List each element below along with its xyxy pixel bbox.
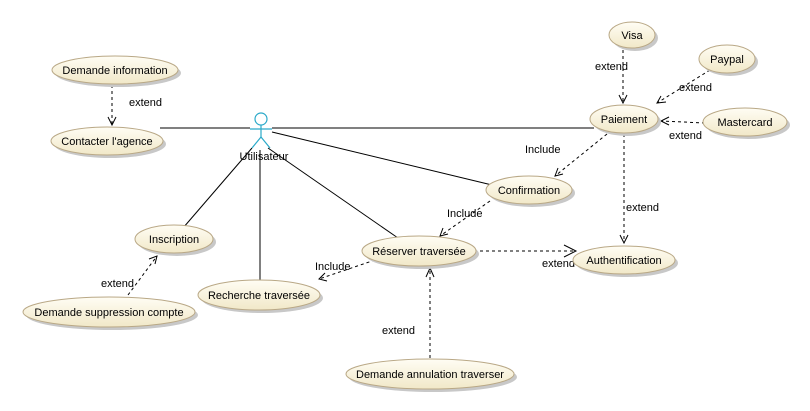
actor-leg-right [260,136,271,149]
usecase-recherche-traversee[interactable]: Recherche traversée [197,279,323,313]
usecase-demande-annulation-traverser-label: Demande annulation traverser [356,369,504,381]
actor-name: Utilisateur [240,151,289,163]
usecase-inscription-label: Inscription [149,234,199,246]
usecase-reserver-traversee[interactable]: Réserver traversée [361,235,479,269]
arrow-paiement-confirmation [554,167,564,177]
dep-confirmation-reserver [439,200,491,237]
arrow-confirmation-reserver [439,227,449,237]
dependencies [107,50,711,358]
usecase-demande-suppression-compte-label: Demande suppression compte [34,307,183,319]
label-annulation-reserver: extend [382,325,415,337]
arrow-mastercard-paiement [659,116,670,126]
usecase-visa[interactable]: Visa [608,21,658,51]
usecase-contacter-agence-label: Contacter l'agence [61,136,152,148]
usecase-demande-annulation-traverser[interactable]: Demande annulation traverser [345,358,517,392]
label-suppression-inscription: extend [101,278,134,290]
label-visa-paiement: extend [595,61,628,73]
associations [160,127,594,282]
usecase-confirmation[interactable]: Confirmation [485,175,575,207]
dep-reserver-recherche [318,259,376,280]
assoc-confirmation [271,131,493,186]
usecase-demande-information[interactable]: Demande information [51,55,181,87]
actor-leg-left [251,136,262,149]
usecase-paypal-label: Paypal [710,54,744,66]
usecase-mastercard-label: Mastercard [717,117,772,129]
usecase-recherche-traversee-label: Recherche traversée [208,290,310,302]
usecase-paiement[interactable]: Paiement [589,104,661,136]
arrow-paiement-auth [619,234,629,245]
dep-paiement-confirmation [554,133,608,177]
actor-utilisateur[interactable]: Utilisateur [240,112,289,163]
label-paypal-paiement: extend [679,82,712,94]
assoc-reserver [267,147,399,239]
dep-mastercard-paiement [660,120,706,124]
usecase-contacter-agence[interactable]: Contacter l'agence [50,126,166,158]
arrow-visa-paiement [618,94,628,105]
arrow-suppression-inscription [148,255,158,265]
label-mastercard-paiement: extend [669,130,702,142]
actor-head [254,112,268,126]
dep-suppression-inscription [127,255,158,296]
label-reserver-recherche: Include [315,261,350,273]
usecase-confirmation-label: Confirmation [498,185,560,197]
label-confirmation-reserver: Include [447,208,482,220]
label-reserver-auth: extend [542,258,575,270]
usecase-demande-suppression-compte[interactable]: Demande suppression compte [22,296,198,330]
arrow-reserver-auth [563,244,578,258]
usecase-paiement-label: Paiement [601,114,647,126]
usecase-visa-label: Visa [621,30,643,42]
arrow-reserver-recherche [318,272,328,282]
usecase-mastercard[interactable]: Mastercard [702,107,790,139]
arrow-paypal-paiement [656,95,667,104]
label-paiement-confirmation: Include [525,144,560,156]
dep-paypal-paiement [656,69,711,104]
usecase-inscription[interactable]: Inscription [134,224,216,256]
usecase-demande-information-label: Demande information [62,65,167,77]
usecase-paypal[interactable]: Paypal [698,44,758,76]
assoc-inscription [182,147,253,229]
usecase-authentification[interactable]: Authentification [572,245,678,277]
label-paiement-auth: extend [626,202,659,214]
usecase-reserver-traversee-label: Réserver traversée [372,246,466,258]
label-info-contacter: extend [129,97,162,109]
relation-labels: extend extend extend extend Include exte… [101,61,712,337]
usecase-authentification-label: Authentification [586,255,661,267]
arrow-info-contacter [107,116,117,127]
